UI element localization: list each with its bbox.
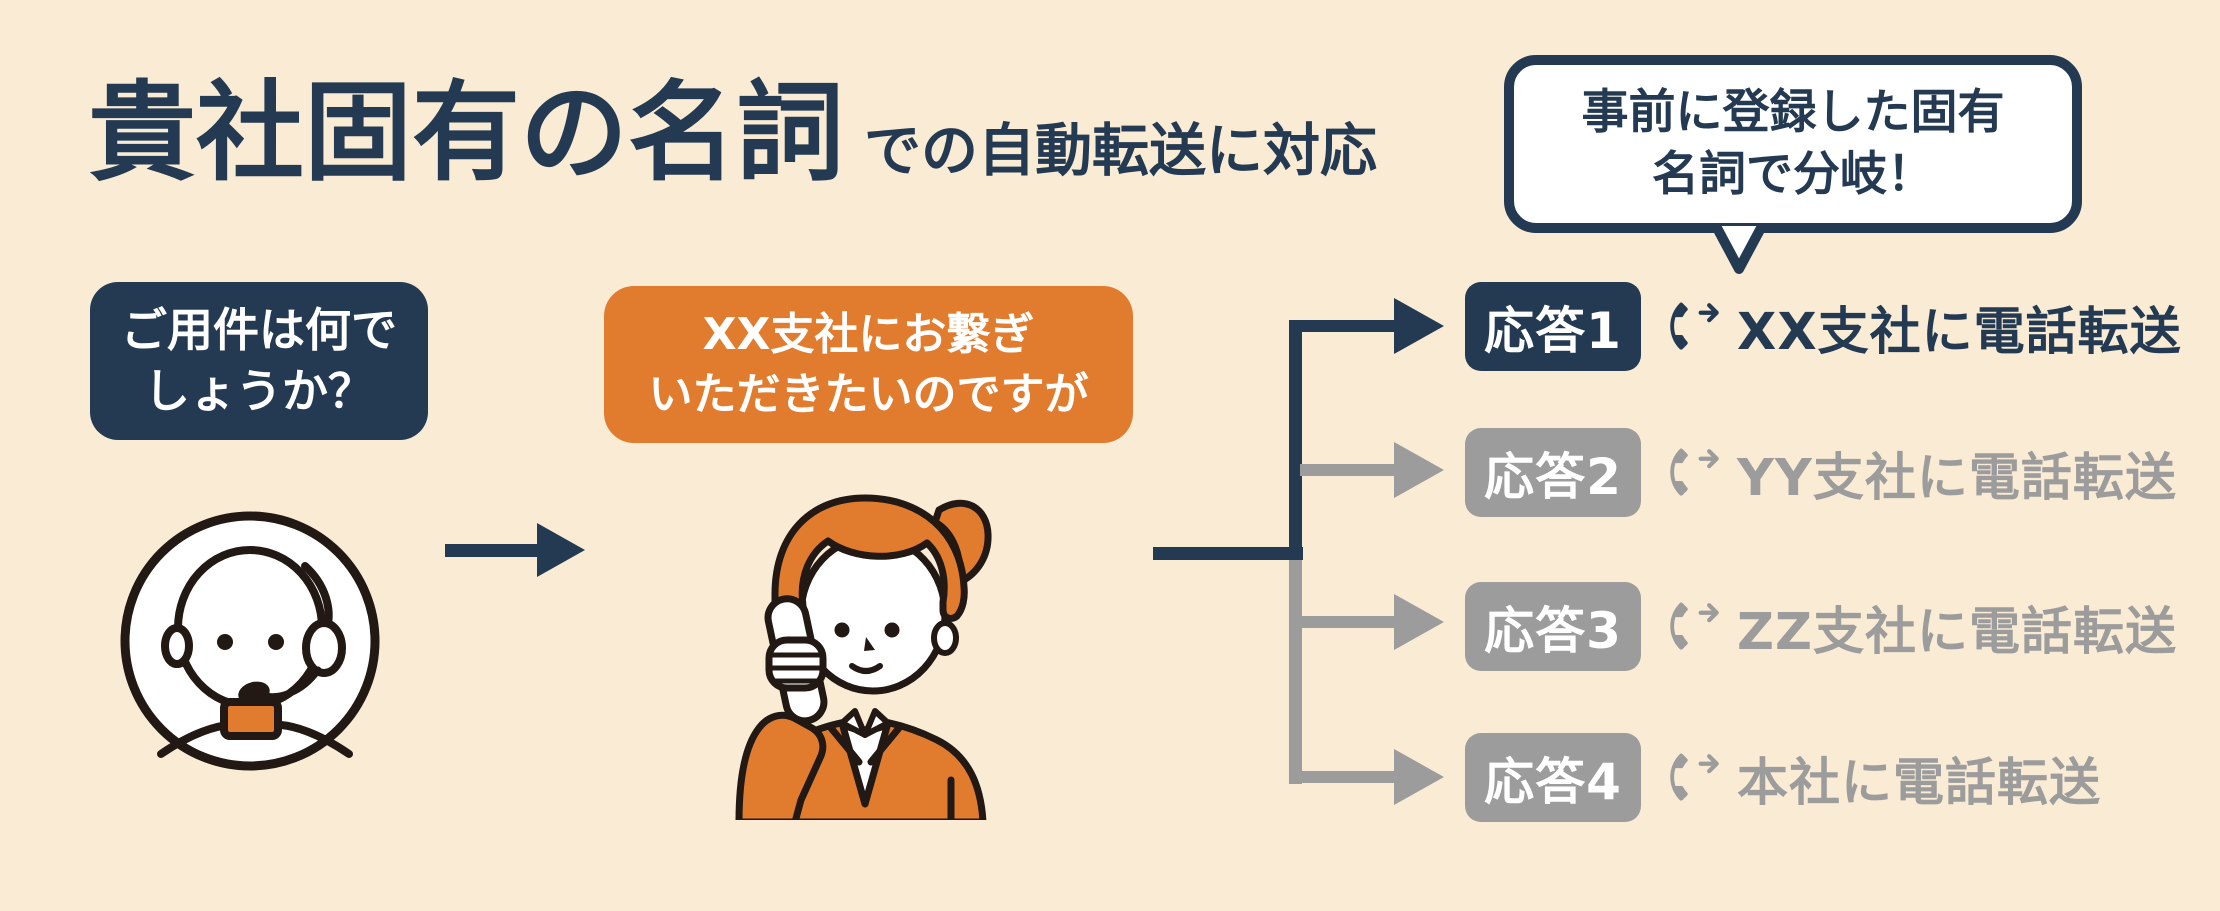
callout-line2: 名詞で分岐！ bbox=[1652, 147, 1934, 202]
caller-question-line1: ご用件は何で bbox=[121, 303, 397, 358]
page-title: 貴社固有の名詞での自動転送に対応 bbox=[88, 80, 1377, 188]
branch-line-1 bbox=[1300, 320, 1396, 332]
connector-feed-line bbox=[1153, 547, 1303, 560]
response-badge-3: 応答3 bbox=[1465, 582, 1641, 671]
branch-arrow-3-icon bbox=[1394, 594, 1444, 650]
caller-headset-illustration bbox=[120, 511, 380, 771]
branch-line-4 bbox=[1300, 771, 1396, 783]
caller-question-bubble: ご用件は何で しょうか？ bbox=[90, 282, 428, 440]
callout-tail-icon bbox=[1711, 226, 1767, 274]
response-badge-1: 応答1 bbox=[1465, 282, 1641, 371]
branch-line-3 bbox=[1300, 616, 1396, 628]
flow-arrow-head-icon bbox=[537, 523, 585, 577]
branch-arrow-4-icon bbox=[1394, 749, 1444, 805]
response-row-3: 応答3 ZZ支社に電話転送 bbox=[1465, 582, 2177, 671]
response-row-1: 応答1 XX支社に電話転送 bbox=[1465, 282, 2182, 371]
caller-request-line2: いただきたいのですが bbox=[648, 368, 1089, 420]
branch-line-2 bbox=[1300, 464, 1396, 476]
phone-forward-icon bbox=[1670, 753, 1719, 801]
caller-request-bubble: XX支社にお繋ぎ いただきたいのですが bbox=[604, 286, 1133, 443]
response-label-1: XX支社に電話転送 bbox=[1737, 302, 2182, 362]
caller-request-line1: XX支社にお繋ぎ bbox=[702, 309, 1035, 361]
callout-line1: 事前に登録した固有 bbox=[1581, 84, 2005, 140]
response-label-4: 本社に電話転送 bbox=[1737, 753, 2102, 813]
response-badge-4: 応答4 bbox=[1465, 733, 1641, 822]
response-label-3: ZZ支社に電話転送 bbox=[1737, 602, 2177, 662]
caller-question-line2: しょうか？ bbox=[144, 364, 374, 418]
response-row-2: 応答2 YY支社に電話転送 bbox=[1465, 428, 2177, 517]
phone-forward-icon bbox=[1670, 448, 1719, 496]
response-row-4: 応答4 本社に電話転送 bbox=[1465, 733, 2101, 822]
connector-trunk-gray bbox=[1289, 550, 1302, 784]
callout-bubble: 事前に登録した固有 名詞で分岐！ bbox=[1504, 55, 2082, 233]
flow-arrow-icon bbox=[445, 544, 539, 557]
response-label-2: YY支社に電話転送 bbox=[1737, 448, 2177, 508]
title-main: 貴社固有の名詞 bbox=[88, 71, 845, 196]
branch-arrow-2-icon bbox=[1394, 442, 1444, 498]
operator-phone-illustration bbox=[735, 494, 992, 820]
connector-trunk-navy bbox=[1289, 320, 1302, 560]
branch-arrow-1-icon bbox=[1394, 298, 1444, 354]
response-badge-2: 応答2 bbox=[1465, 428, 1641, 517]
phone-forward-icon bbox=[1670, 602, 1719, 650]
title-sub: での自動転送に対応 bbox=[864, 118, 1378, 184]
phone-forward-icon bbox=[1670, 302, 1719, 350]
